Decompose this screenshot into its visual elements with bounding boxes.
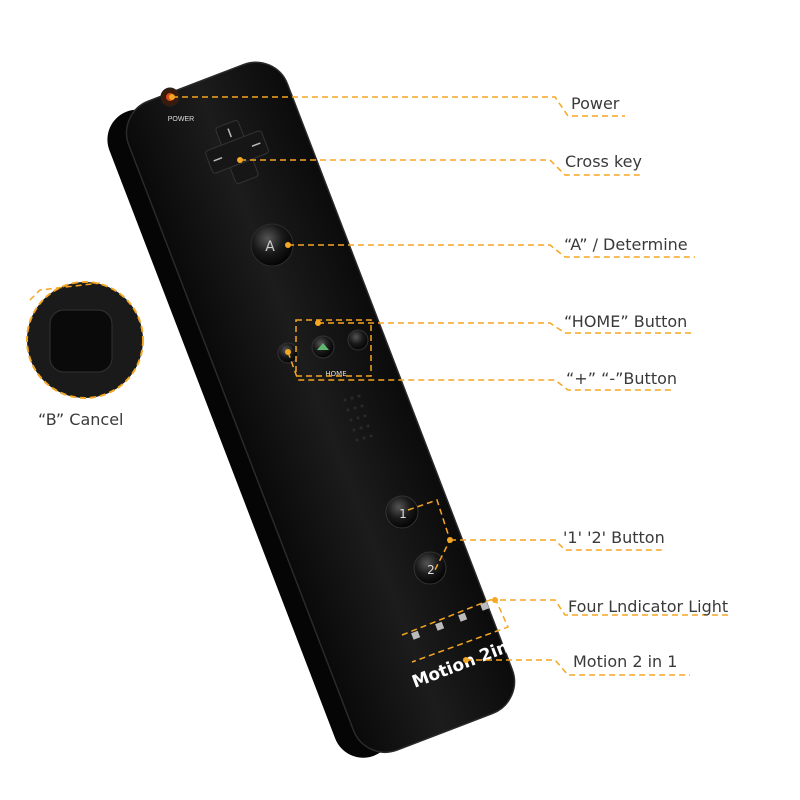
callout-lines: [29, 96, 730, 676]
callout-plus-minus: “+” “-”Button: [566, 369, 678, 388]
remote-body: [107, 61, 516, 758]
callout-a-button: “A” / Determine: [564, 235, 688, 254]
remote-face: [125, 61, 516, 753]
callout-motion: Motion 2 in 1: [573, 652, 678, 671]
callout-indicator: Four Lndicator Light: [568, 597, 729, 616]
callout-dots: [169, 94, 498, 663]
home-label: HOME: [325, 370, 346, 378]
speaker-grille: [343, 394, 373, 442]
b-button-inset: [26, 281, 144, 399]
callout-b-cancel: “B” Cancel: [38, 410, 124, 429]
plus-button[interactable]: [347, 329, 369, 351]
b-button: [49, 309, 113, 373]
home-icon: [317, 343, 329, 350]
a-label: A: [265, 239, 275, 255]
cross-key[interactable]: [198, 113, 276, 191]
button-1-label: 1: [399, 507, 407, 521]
button-2-label: 2: [427, 563, 435, 577]
indicator-lights: [411, 601, 490, 640]
power-label: POWER: [168, 116, 194, 123]
button-1[interactable]: [385, 495, 419, 529]
callout-cross-key: Cross key: [565, 152, 642, 171]
callout-home-button: “HOME” Button: [564, 312, 688, 331]
callout-power: Power: [571, 94, 620, 113]
button-2[interactable]: [413, 551, 447, 585]
callout-one-two: '1' '2' Button: [563, 528, 665, 547]
